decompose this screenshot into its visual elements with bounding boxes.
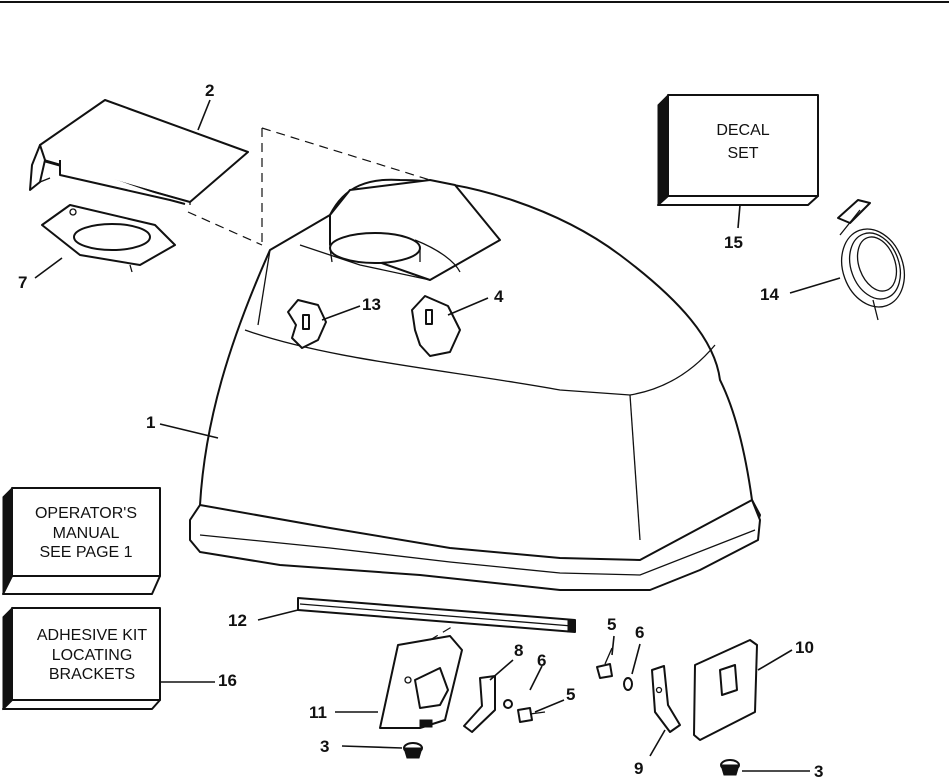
callout-labels: 1 2 3 3 4 5 5 6 6 7 8 9 10 11 12 13 14 1…: [18, 81, 823, 779]
cover-plate-part: [693, 639, 758, 741]
callout-15: 15: [724, 233, 743, 252]
callout-9: 9: [634, 759, 643, 778]
engine-cover-part: [187, 127, 761, 591]
washer-part-6-lower: [503, 699, 513, 709]
leader-lines: [34, 99, 841, 772]
adhesive-kit-box: ADHESIVE KIT LOCATING BRACKETS: [2, 606, 161, 711]
bracket-part-8: [463, 675, 496, 733]
callout-1: 1: [146, 413, 155, 432]
decal-box-line-1: DECAL: [716, 122, 769, 139]
adhesive-box-line-1: ADHESIVE KIT: [37, 627, 147, 644]
callout-6-upper: 6: [635, 623, 644, 642]
screw-part-5-upper: [596, 647, 613, 679]
callout-3-right: 3: [814, 762, 823, 779]
decal-set-box: DECAL SET: [657, 93, 819, 207]
callout-5-lower: 5: [566, 685, 575, 704]
manual-box-line-2: MANUAL: [53, 525, 120, 542]
washer-part-6-upper: [623, 677, 633, 691]
grommet-part-3-left: [403, 742, 423, 759]
bracket-part-9: [651, 665, 681, 733]
callout-16: 16: [218, 671, 237, 690]
callout-11: 11: [309, 703, 327, 722]
callout-13: 13: [362, 295, 381, 314]
screw-part-5-lower: [517, 707, 546, 723]
manual-box-line-1: OPERATOR'S: [35, 505, 137, 522]
callout-8: 8: [514, 641, 523, 660]
clip-part-13: [287, 299, 327, 349]
callout-14: 14: [760, 285, 779, 304]
callout-3-left: 3: [320, 737, 329, 756]
grommet-part-3-right: [720, 759, 740, 776]
callout-6-lower: 6: [537, 651, 546, 670]
callout-12: 12: [228, 611, 247, 630]
top-cap-part: [29, 99, 249, 205]
seal-strip-part: [297, 597, 576, 633]
adhesive-box-line-2: LOCATING: [52, 647, 133, 664]
callout-2: 2: [205, 81, 214, 100]
cable-coil-part: [837, 199, 905, 321]
callout-5-upper: 5: [607, 615, 616, 634]
callout-10: 10: [795, 638, 814, 657]
operators-manual-box: OPERATOR'S MANUAL SEE PAGE 1: [2, 486, 161, 596]
callout-4: 4: [494, 287, 504, 306]
callout-7: 7: [18, 273, 27, 292]
adhesive-box-line-3: BRACKETS: [49, 666, 135, 683]
clip-part-4: [411, 295, 461, 357]
decal-box-line-2: SET: [727, 145, 758, 162]
gasket-plate-part: [41, 204, 176, 273]
latch-bracket-part: [379, 624, 463, 729]
manual-box-line-3: SEE PAGE 1: [39, 544, 132, 561]
